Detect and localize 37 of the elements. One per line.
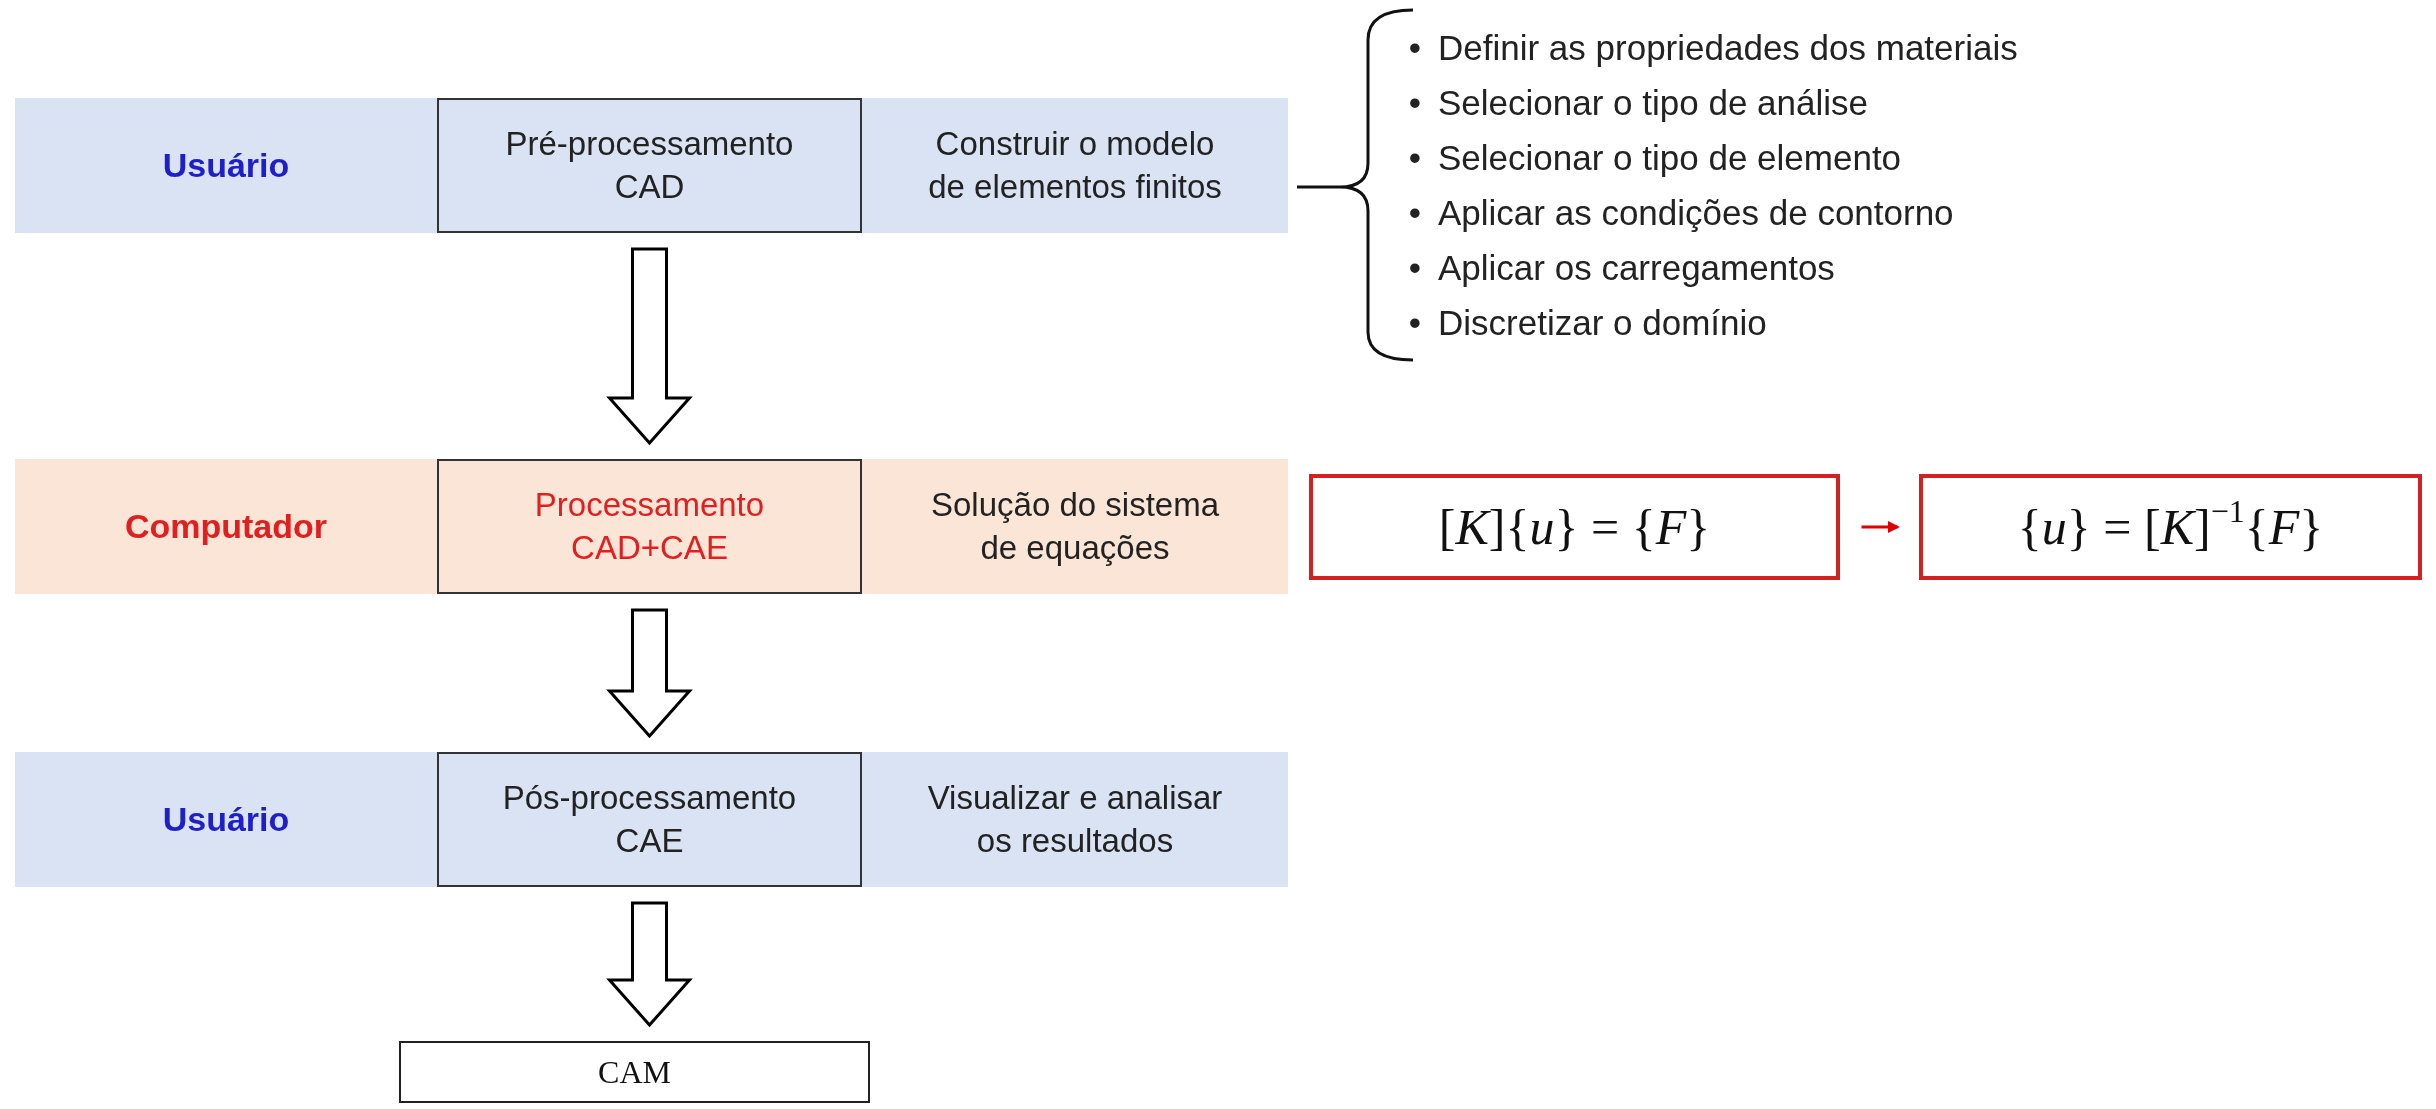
process-label: Processamento CAD+CAE xyxy=(533,484,766,568)
bullet: • xyxy=(1408,27,1422,69)
list-item: Aplicar as condições de contorno xyxy=(1438,192,1954,234)
process-label: Pré-processamento CAD xyxy=(504,123,795,207)
list-item: Aplicar os carregamentos xyxy=(1438,247,1835,289)
process-box xyxy=(437,752,862,887)
bullet: • xyxy=(1408,137,1422,179)
stage-band xyxy=(15,98,1288,233)
output-box xyxy=(399,1041,870,1103)
block-arrow xyxy=(606,247,693,446)
block-arrow xyxy=(606,901,693,1028)
stage-band xyxy=(15,752,1288,887)
arrow xyxy=(1861,521,1900,533)
stage-description: Solução do sistema de equações xyxy=(930,484,1220,568)
actor-label: Usuário xyxy=(161,799,291,840)
process-box xyxy=(437,459,862,594)
list-item: Definir as propriedades dos materiais xyxy=(1438,27,2018,69)
list-item: Selecionar o tipo de elemento xyxy=(1438,137,1902,179)
stage-description: Construir o modelo de elementos finitos xyxy=(927,123,1223,207)
equation-box xyxy=(1919,474,2422,580)
stage-band xyxy=(15,459,1288,594)
equation: [K]{u} = {F} xyxy=(1438,498,1711,556)
list-item: Selecionar o tipo de análise xyxy=(1438,82,1868,124)
bullet: • xyxy=(1408,302,1422,344)
output-label: CAM xyxy=(598,1053,671,1091)
equation-box xyxy=(1309,474,1840,580)
bullet: • xyxy=(1408,192,1422,234)
list-item: Discretizar o domínio xyxy=(1438,302,1767,344)
bullet: • xyxy=(1408,247,1422,289)
actor-label: Computador xyxy=(123,506,329,547)
process-box xyxy=(437,98,862,233)
block-arrow xyxy=(606,608,693,739)
process-label: Pós-processamento CAE xyxy=(501,777,798,861)
bullet: • xyxy=(1408,82,1422,124)
actor-label: Usuário xyxy=(161,145,291,186)
stage-description: Visualizar e analisar os resultados xyxy=(926,777,1224,861)
equation: {u} = [K]$^{−1}${F} xyxy=(2017,498,2324,556)
